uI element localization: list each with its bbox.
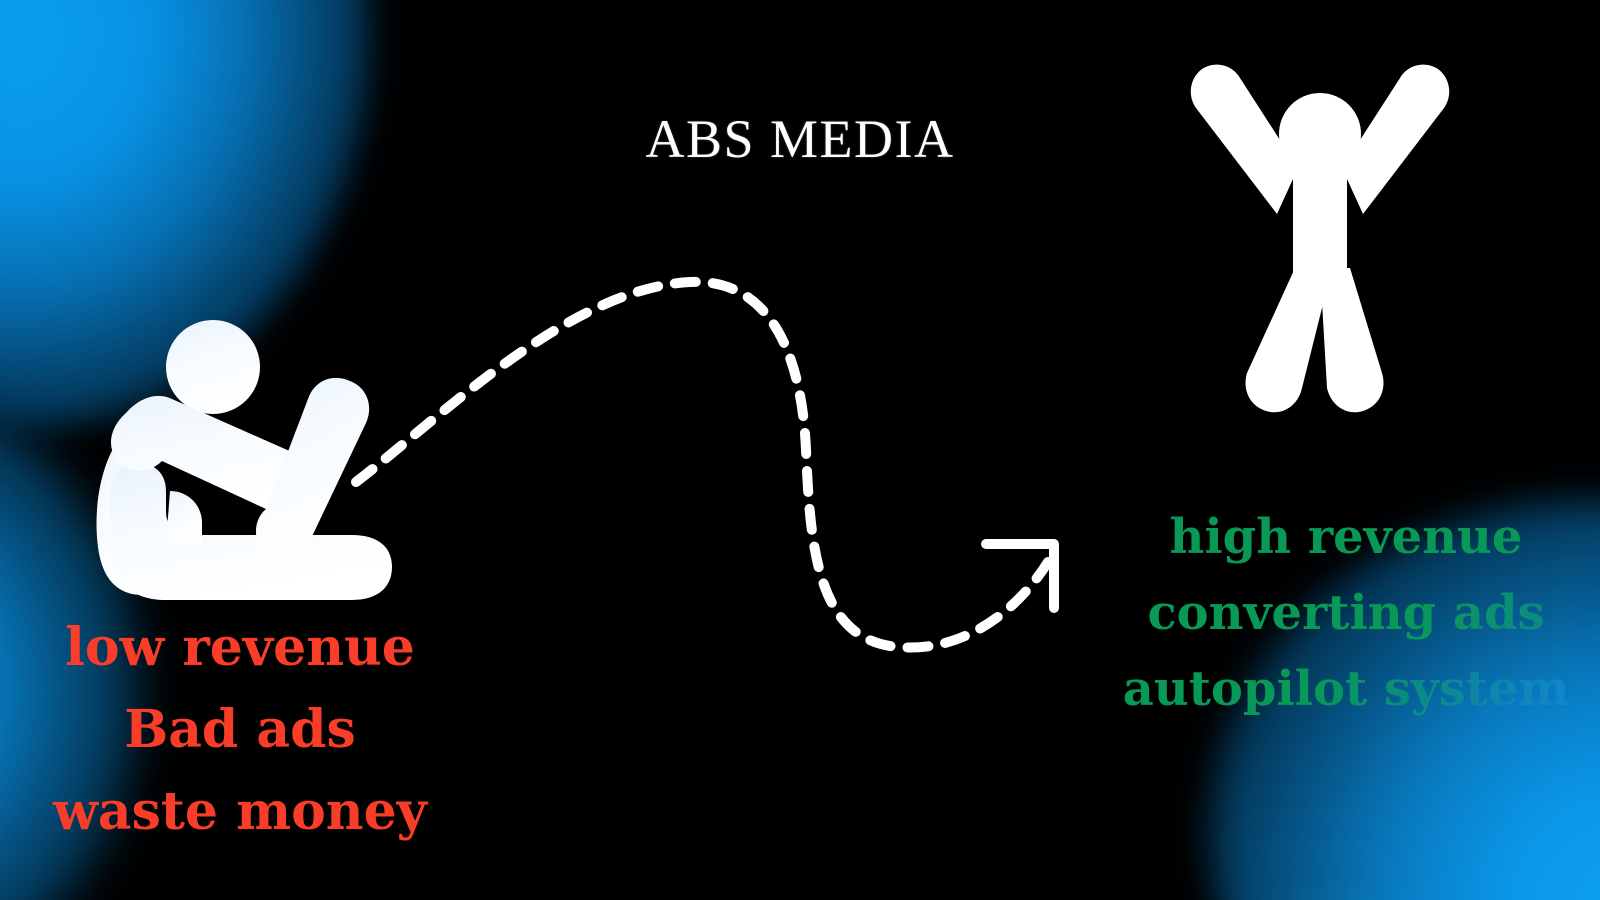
sad-dejected-person-icon: [96, 320, 392, 600]
sad-figure-knee: [166, 491, 202, 543]
happy-figure-right-leg: [1320, 268, 1384, 413]
sad-figure-legs: [110, 463, 392, 600]
arrow-dashed-path: [351, 276, 1053, 653]
celebrating-person-icon: [1190, 64, 1450, 413]
happy-figure-left-arm: [1190, 64, 1298, 214]
happy-figure-left-leg: [1245, 268, 1332, 413]
arrow-head: [981, 539, 1059, 613]
sad-figure-body: [96, 320, 392, 600]
happy-figure-body: [1190, 64, 1450, 413]
pain-point-waste-money: waste money: [53, 781, 427, 842]
benefit-high-revenue: high revenue: [1169, 509, 1523, 565]
benefit-autopilot-system: autopilot system: [1092, 652, 1600, 726]
sad-figure-head: [166, 320, 260, 414]
brand-title: ABS MEDIA: [645, 109, 955, 169]
pain-point-bad-ads: Bad ads: [124, 699, 356, 760]
benefits-list: high revenue converting ads autopilot sy…: [1092, 500, 1600, 726]
pain-points-list: low revenue Bad ads waste money: [20, 608, 460, 852]
curved-dashed-transformation-arrow: [351, 276, 1059, 653]
sad-figure-right-arm: [255, 377, 370, 560]
pain-point-low-revenue: low revenue: [65, 617, 415, 678]
happy-figure-torso: [1293, 162, 1347, 282]
sad-figure-left-arm: [111, 395, 312, 513]
happy-figure-head: [1279, 93, 1361, 175]
benefit-converting-ads: converting ads: [1092, 574, 1600, 652]
happy-figure-right-arm: [1342, 64, 1450, 214]
